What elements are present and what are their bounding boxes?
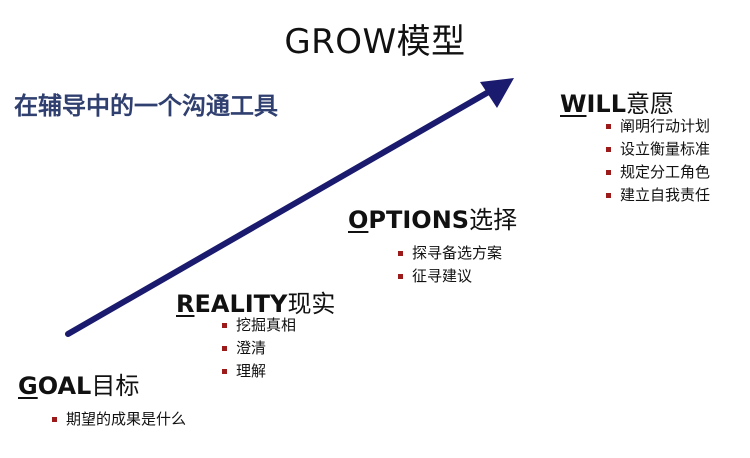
stage-will-rest: ILL [586, 90, 626, 118]
arrow-shaft [65, 87, 495, 337]
stage-goal-cn: 目标 [91, 372, 140, 400]
list-item: 阐明行动计划 [606, 115, 710, 138]
stage-goal-heading: GOAL目标 [18, 366, 139, 401]
list-item: 建立自我责任 [606, 184, 710, 207]
stage-goal-initial: G [18, 372, 38, 400]
subtitle: 在辅导中的一个沟通工具 [14, 92, 278, 120]
stage-options-cn: 选择 [469, 206, 518, 234]
bullet-icon [222, 346, 227, 351]
bullet-icon [52, 417, 57, 422]
stage-will-initial: W [560, 90, 587, 118]
stage-options-list: 探寻备选方案 征寻建议 [398, 242, 502, 288]
stage-reality-rest: EALITY [194, 290, 288, 318]
list-item: 规定分工角色 [606, 161, 710, 184]
list-item: 挖掘真相 [222, 314, 296, 337]
arrow-head-icon [480, 78, 514, 108]
bullet-icon [222, 369, 227, 374]
bullet-icon [398, 251, 403, 256]
stage-goal-rest: OAL [37, 372, 92, 400]
list-item: 理解 [222, 360, 296, 383]
bullet-icon [606, 170, 611, 175]
bullet-icon [606, 193, 611, 198]
bullet-icon [606, 147, 611, 152]
stage-will-list: 阐明行动计划 设立衡量标准 规定分工角色 建立自我责任 [606, 115, 710, 207]
list-item: 征寻建议 [398, 265, 502, 288]
page-title: GROW模型 [284, 22, 466, 62]
stage-options-heading: OPTIONS选择 [348, 200, 517, 235]
stage-reality-heading: REALITY现实 [176, 284, 335, 319]
stage-options-initial: O [348, 206, 369, 234]
list-item: 澄清 [222, 337, 296, 360]
list-item: 期望的成果是什么 [52, 408, 186, 431]
stage-reality-list: 挖掘真相 澄清 理解 [222, 314, 296, 383]
bullet-icon [606, 124, 611, 129]
stage-reality-cn: 现实 [287, 290, 336, 318]
stage-reality-initial: R [176, 290, 195, 318]
stage-will-cn: 意愿 [626, 90, 674, 118]
stage-goal-list: 期望的成果是什么 [52, 408, 186, 431]
bullet-icon [398, 274, 403, 279]
stage-will-heading: WILL意愿 [560, 84, 674, 119]
bullet-icon [222, 323, 227, 328]
list-item: 设立衡量标准 [606, 138, 710, 161]
stage-options-rest: PTIONS [368, 206, 470, 234]
list-item: 探寻备选方案 [398, 242, 502, 265]
